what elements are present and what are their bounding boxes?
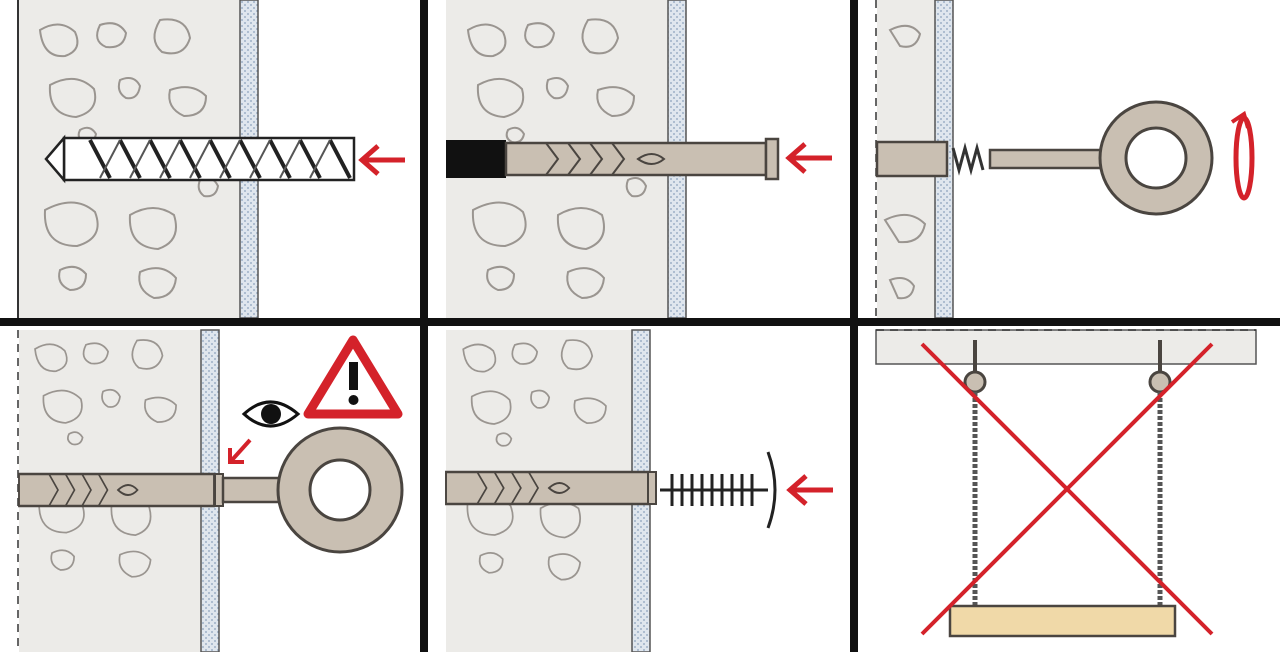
plug — [444, 470, 651, 506]
panel-step-4 — [17, 329, 404, 652]
eye-icon — [241, 400, 301, 428]
eye-bolt — [875, 100, 1214, 216]
panel-step-3 — [875, 0, 1255, 319]
nail-screw — [660, 451, 777, 529]
panel-step-6 — [875, 329, 1257, 638]
red-arrow-icon — [358, 144, 405, 176]
drill-bit — [44, 134, 356, 184]
red-cross-icon — [920, 342, 1214, 636]
red-arrow-icon — [786, 474, 833, 506]
plug — [504, 137, 780, 181]
eye-bolt — [17, 426, 404, 554]
red-arrow-icon — [228, 438, 252, 464]
panel-step-1 — [17, 0, 405, 319]
panel-step-5 — [444, 329, 833, 652]
swing — [948, 340, 1177, 638]
red-arrow-icon — [785, 142, 832, 174]
panel-step-2 — [446, 0, 832, 319]
rotate-arrow-icon — [1230, 110, 1255, 201]
warning-triangle-icon — [303, 335, 403, 419]
